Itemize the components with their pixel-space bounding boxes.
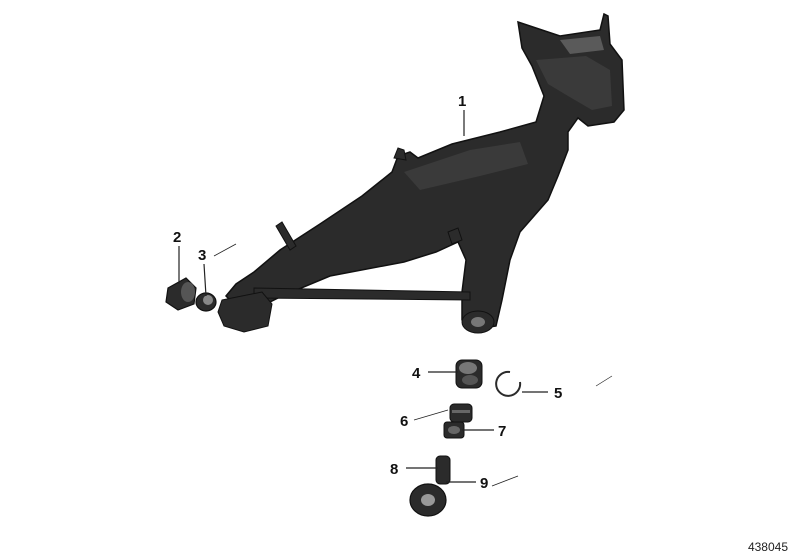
swingarm-cross-tube bbox=[253, 287, 471, 301]
swingarm-tab-top bbox=[393, 147, 407, 161]
stray-mark bbox=[595, 375, 613, 387]
part-1-swingarm bbox=[217, 12, 625, 334]
swingarm-pivot-housing bbox=[217, 291, 273, 333]
part-8-pin bbox=[435, 455, 451, 485]
swingarm-upper-bracket bbox=[560, 36, 604, 54]
leader-6 bbox=[413, 409, 449, 421]
leader-3 bbox=[203, 263, 207, 297]
part-9-eye-bolt bbox=[409, 483, 447, 517]
part-3-ring bbox=[195, 292, 217, 312]
leader-lines bbox=[178, 110, 613, 487]
callout-8: 8 bbox=[390, 461, 398, 478]
callout-3: 3 bbox=[198, 247, 206, 264]
leader-9-hint bbox=[491, 475, 519, 487]
swingarm-tower-detail bbox=[536, 56, 612, 110]
leader-3-hint bbox=[213, 243, 237, 257]
callout-7: 7 bbox=[498, 423, 506, 440]
part-7-nut bbox=[443, 421, 465, 439]
part-6-sleeve bbox=[449, 403, 473, 423]
swingarm-tube-shade bbox=[404, 142, 528, 190]
callout-2: 2 bbox=[173, 229, 181, 246]
part-5-circlip bbox=[495, 370, 522, 397]
swingarm-lower-eye-hole bbox=[471, 317, 485, 327]
part-2-bushing bbox=[165, 277, 197, 311]
callout-5: 5 bbox=[554, 385, 562, 402]
swingarm-tab-mid bbox=[447, 227, 463, 245]
diagram-reference-number: 438045 bbox=[747, 540, 788, 554]
callout-9: 9 bbox=[480, 475, 488, 492]
callout-6: 6 bbox=[400, 413, 408, 430]
callout-1: 1 bbox=[458, 93, 466, 110]
part-4-bearing bbox=[455, 359, 483, 389]
callout-4: 4 bbox=[412, 365, 421, 382]
swingarm-tab-left bbox=[275, 221, 297, 251]
